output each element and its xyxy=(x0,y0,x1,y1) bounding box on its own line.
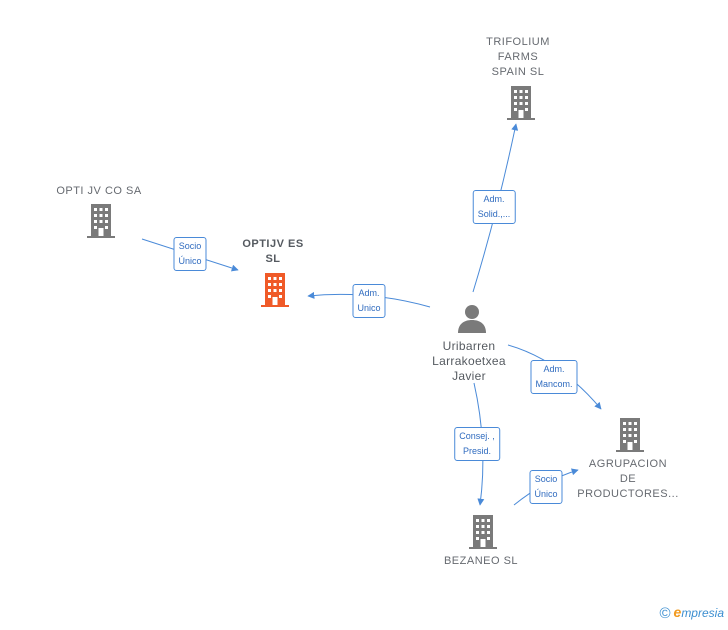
edge-label-person-to-bezaneo: Consej. , Presid. xyxy=(454,427,500,461)
building-icon[interactable] xyxy=(505,86,537,120)
edge-label-person-to-optijv: Adm. Unico xyxy=(352,284,386,318)
node-label-trifolium: TRIFOLIUM FARMS SPAIN SL xyxy=(486,36,550,78)
edge-label-bezaneo-to-agrupacion: Socio Único xyxy=(529,470,563,504)
building-icon[interactable] xyxy=(85,204,117,238)
copyright-symbol: © xyxy=(659,605,671,622)
node-label-opti-jv-co: OPTI JV CO SA xyxy=(56,185,142,197)
footer-brand: ©empresia xyxy=(659,604,724,622)
brand-logo-text: mpresia xyxy=(681,606,724,620)
node-label-optijv-es: OPTIJV ES SL xyxy=(242,238,304,265)
node-label-bezaneo: BEZANEO SL xyxy=(443,555,519,567)
node-label-agrupacion: AGRUPACION DE PRODUCTORES... xyxy=(577,458,679,500)
person-icon[interactable] xyxy=(457,303,487,333)
edge-label-person-to-trifolium: Adm. Solid.,... xyxy=(472,190,516,224)
edge-label-opti-to-optijv: Socio Único xyxy=(173,237,207,271)
building-icon[interactable] xyxy=(614,418,646,452)
building-icon[interactable] xyxy=(467,515,499,549)
edge-label-person-to-agrupacion: Adm. Mancom. xyxy=(530,360,578,394)
building-icon-focus[interactable] xyxy=(259,273,291,307)
brand-logo-initial: e xyxy=(673,604,682,620)
node-label-person: Uribarren Larrakoetxea Javier xyxy=(432,339,506,383)
